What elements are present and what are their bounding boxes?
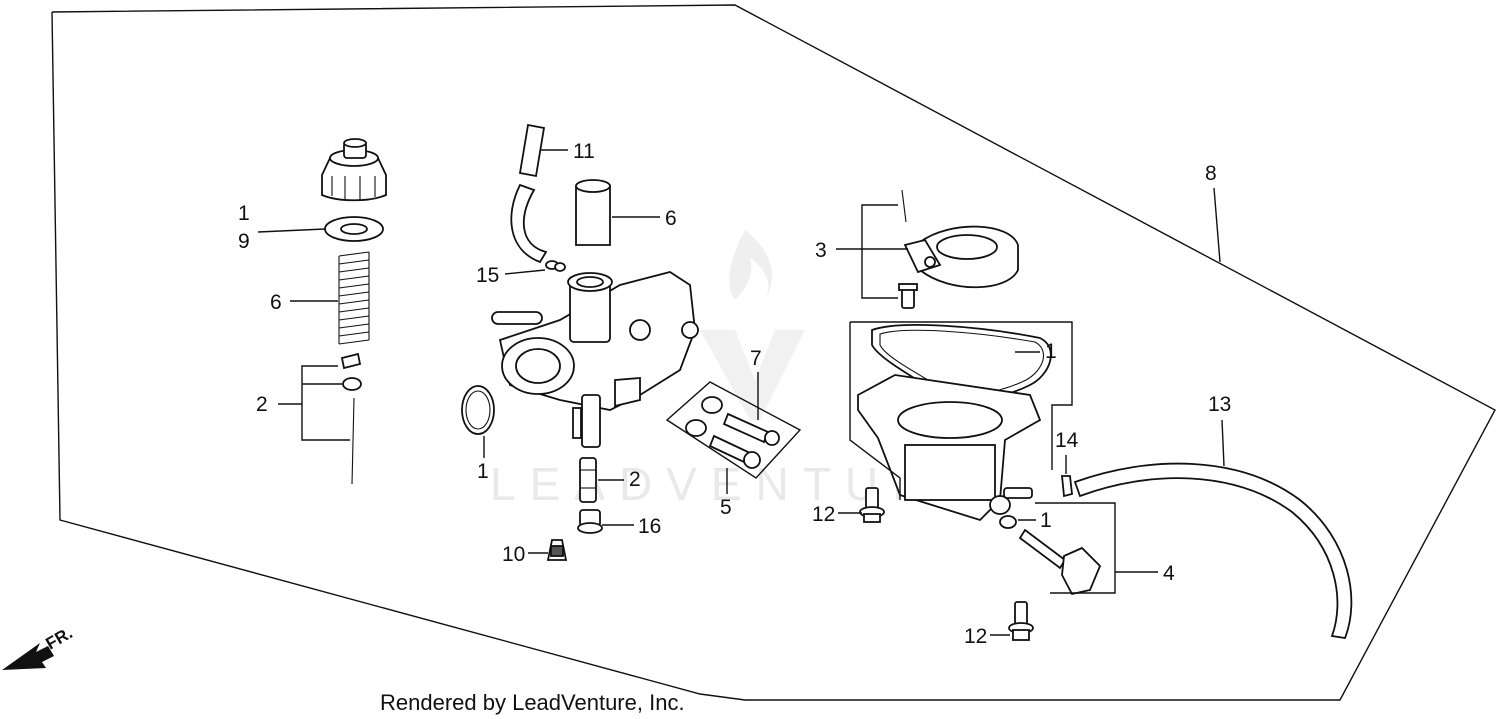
bowl-screw-12-upper [859,487,885,523]
bowl-screw-12-lower [1008,601,1034,641]
callout-12-upper: 12 [812,503,835,526]
pilot-screw-kit [665,381,802,479]
washer-9 [324,216,384,242]
callout-11: 11 [573,140,595,163]
float-screw [898,283,918,309]
callout-1-small: 1 [1040,509,1052,532]
jet-holder-16 [577,509,603,534]
callout-3: 3 [815,239,827,262]
callout-13: 13 [1208,393,1231,416]
needle-clip-set [340,352,362,485]
carburetor-body [491,271,699,448]
callout-2-mid: 2 [629,468,641,491]
tube-clip-15 [545,260,566,272]
vent-tube [510,123,548,264]
float [903,225,1019,289]
front-direction-arrow: FR. [2,623,76,670]
throttle-spring [338,251,370,345]
callout-12-lower: 12 [964,625,987,648]
callout-1-bowl: 1 [1045,340,1057,363]
drain-hose-13 [1073,462,1353,639]
callout-7: 7 [750,347,762,370]
throttle-valve-6 [575,179,611,246]
callout-6-mid: 6 [665,207,677,230]
drain-screw-4 [1018,528,1102,596]
needle-jet-2 [579,457,597,503]
callout-10: 10 [502,543,525,566]
callout-16: 16 [638,515,661,538]
callout-14: 14 [1055,429,1079,452]
callout-9: 9 [238,230,250,253]
callout-15: 15 [476,264,499,287]
callout-8: 8 [1205,162,1217,185]
callout-4: 4 [1163,562,1175,585]
o-ring-1 [461,385,495,435]
main-jet-10 [546,539,568,561]
footer-credit: Rendered by LeadVenture, Inc. [380,690,685,715]
callout-5: 5 [720,496,732,519]
small-o-ring [999,515,1017,529]
top-cap [321,138,387,202]
callout-1-left: 1 [238,202,250,225]
callout-2-left: 2 [256,393,268,416]
assembly-boundary [51,4,1496,701]
float-pin [901,189,907,223]
clip-14 [1061,475,1073,498]
callout-6-left: 6 [270,291,282,314]
callout-1-mid: 1 [477,460,489,483]
float-bowl [857,374,1042,522]
